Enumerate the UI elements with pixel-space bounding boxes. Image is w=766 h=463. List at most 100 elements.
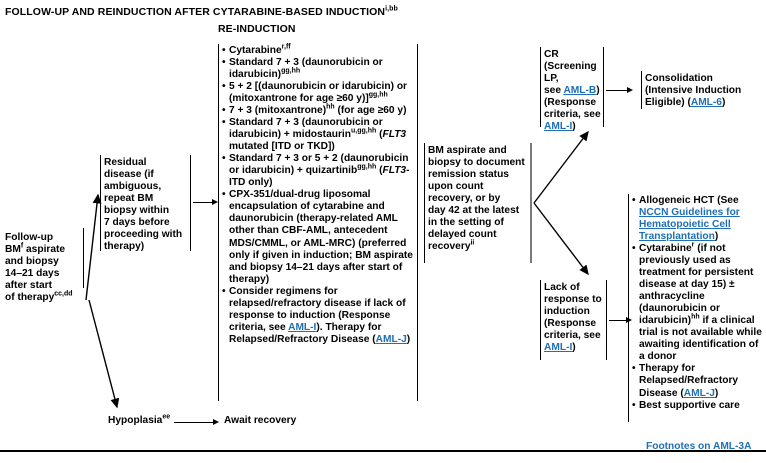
followup-line-4: 14–21 days [5, 268, 60, 280]
lack-response-line-2: response to [544, 294, 602, 306]
consolidation-line-2: (Intensive Induction [645, 85, 742, 97]
reinduction-regimen-5-italic-3: FLT3 [382, 165, 407, 177]
bm-aspirate-line-4: upon count [428, 181, 484, 193]
followup-therapy-superscript: cc,dd [54, 290, 73, 298]
reinduction-regimen-5-superscript-1: gg,hh [357, 163, 377, 171]
reinduction-regimen-item: 7 + 3 (mitoxantrone)hh (for age ≥60 y) [222, 103, 414, 117]
salvage-option-item: Cytarabiner (if not previously used as t… [632, 241, 764, 363]
arrow-residual-to-reinduction-line [193, 202, 213, 204]
connector-bm-to-lack-response [533, 202, 589, 276]
reinduction-regimen-7-text-0: Consider regimens for relapsed/refractor… [229, 285, 406, 333]
salvage-options-list: Allogeneic HCT (See NCCN Guidelines for … [632, 195, 764, 412]
salvage-option-1-text-2: (if not previously used as treatment for… [639, 243, 754, 327]
lack-response-box-right-rule [606, 280, 608, 360]
cr-line-4: (Response [544, 97, 597, 109]
cr-line-5: criteria, see [544, 109, 601, 121]
link-nccn-guidelines-for-hematopoietic-cell-transplantation[interactable]: NCCN Guidelines for Hematopoietic Cell T… [639, 207, 740, 243]
followup-bm-box: Follow-up BMf aspirate and biopsy 14–21 … [5, 232, 85, 304]
reinduction-regimen-item: Standard 7 + 3 (daunorubicin or idarubic… [222, 57, 414, 81]
link-aml-j[interactable]: AML-J [375, 333, 407, 345]
reinduction-regimen-4-text-4: mutated [ITD or TKD]) [229, 141, 335, 153]
connector-followup-to-residual [85, 193, 102, 301]
bm-aspirate-recovery-superscript: ii [470, 239, 475, 247]
salvage-option-item: Best supportive care [632, 400, 764, 412]
reinduction-regimen-3-text-2: (for age ≥60 y) [334, 105, 407, 117]
link-aml-i[interactable]: AML-I [288, 321, 317, 333]
reinduction-regimen-4-text-0: Standard 7 + 3 (daunorubicin or idarubic… [229, 117, 383, 141]
reinduction-regimen-3-superscript-1: hh [326, 103, 335, 111]
consolidation-box: Consolidation (Intensive Induction Eligi… [645, 73, 763, 109]
reinduction-regimen-4-text-2: ( [376, 129, 383, 141]
residual-box-left-rule [100, 155, 102, 251]
salvage-option-item: Therapy for Relapsed/Refractory Disease … [632, 363, 764, 399]
cr-line-1: CR [544, 49, 559, 60]
followup-bm-superscript: f [20, 242, 24, 250]
link-footnotes-aml-3a[interactable]: Footnotes on AML-3A [646, 441, 752, 452]
residual-disease-box: Residual disease (if ambiguous, repeat B… [104, 157, 192, 253]
reinduction-regimen-1-superscript-1: gg,hh [281, 67, 301, 75]
bm-aspirate-box-right-rule [530, 143, 532, 263]
cr-box: CR (Screening LP, see AML-B) (Response c… [544, 49, 606, 133]
bm-aspirate-line-6: day 42 at the latest [428, 205, 520, 217]
followup-line-3: and biopsy [5, 256, 59, 268]
hypoplasia-superscript: ee [162, 413, 171, 421]
salvage-option-2-text-2: ) [714, 387, 719, 399]
salvage-option-1-text-4: if a clinical trial is not available whi… [639, 315, 762, 363]
arrow-lack-response-to-salvage-line [609, 320, 627, 322]
arrow-residual-to-reinduction-head [212, 198, 218, 205]
lack-of-response-box: Lack of response to induction (Response … [544, 282, 604, 354]
lack-response-box-left-rule [540, 280, 542, 360]
link-aml-b[interactable]: AML-B [563, 85, 597, 97]
lack-response-line-5: criteria, see [544, 330, 601, 342]
reinduction-regimen-5-text-0: Standard 7 + 3 or 5 + 2 (daunorubicin or… [229, 153, 409, 177]
link-aml-6[interactable]: AML-6 [690, 97, 722, 109]
section-heading-reinduction: RE-INDUCTION [218, 23, 296, 35]
reinduction-regimen-7-text-2: ). Therapy for Relapsed/Refractory Disea… [229, 321, 382, 345]
salvage-option-1-superscript-1: r [691, 241, 695, 249]
residual-line-5: biopsy within [104, 205, 170, 217]
bm-aspirate-line-2: biopsy to document [428, 157, 525, 169]
page-bottom-rule [0, 450, 766, 452]
link-aml-i-cr[interactable]: AML-I [544, 121, 573, 133]
bm-aspirate-line-1: BM aspirate and [428, 145, 507, 156]
reinduction-box-right-rule [417, 44, 419, 401]
hypoplasia-node: Hypoplasiaee [108, 413, 171, 427]
reinduction-regimen-item: Consider regimens for relapsed/refractor… [222, 286, 414, 346]
link-aml-i-lack-response[interactable]: AML-I [544, 342, 573, 354]
await-recovery-node: Await recovery [224, 415, 297, 426]
residual-line-1: Residual [104, 157, 147, 168]
followup-box-right-rule [83, 228, 85, 288]
followup-line-2: BMf aspirate [5, 242, 85, 256]
salvage-option-3-text-0: Best supportive care [639, 399, 740, 411]
arrow-hypoplasia-head [213, 418, 219, 425]
bm-aspirate-line-9: recoveryii [428, 239, 528, 253]
page-title-text: FOLLOW-UP AND REINDUCTION AFTER CYTARABI… [5, 6, 386, 18]
reinduction-regimen-7-text-4: ) [406, 333, 411, 345]
cr-see-label: see [544, 85, 564, 97]
lack-response-line6-suffix: ) [572, 342, 576, 354]
residual-line-2: disease (if [104, 169, 154, 181]
bm-aspirate-line-7: in the setting of [428, 217, 504, 229]
residual-line-7: proceeding with [104, 229, 183, 241]
link-aml-j[interactable]: AML-J [683, 387, 715, 399]
reinduction-regimen-item: Standard 7 + 3 (daunorubicin or idarubic… [222, 117, 414, 153]
bm-aspirate-line-8: delayed count [428, 229, 497, 241]
hypoplasia-label: Hypoplasia [108, 415, 163, 426]
page-title-superscript: i,bb [385, 5, 398, 13]
followup-line-6: of therapycc,dd [5, 290, 85, 304]
followup-line-5: after start [5, 280, 52, 292]
reinduction-regimen-1-text-0: Standard 7 + 3 (daunorubicin or idarubic… [229, 57, 383, 81]
connector-followup-to-hypoplasia [88, 299, 120, 409]
followup-line-1: Follow-up [5, 232, 54, 243]
bm-aspirate-box: BM aspirate and biopsy to document remis… [428, 145, 528, 253]
footnotes-link-wrapper[interactable]: Footnotes on AML-3A [646, 436, 751, 454]
followup-bm-label: BM [5, 244, 21, 256]
cr-box-left-rule [540, 47, 542, 127]
reinduction-regimen-5-text-2: ( [376, 165, 383, 177]
reinduction-regimen-list: Cytarabiner,ffStandard 7 + 3 (daunorubic… [222, 44, 414, 346]
residual-line-6: 7 days before [104, 217, 170, 229]
cr-line6-suffix: ) [572, 121, 576, 133]
reinduction-regimen-item: Standard 7 + 3 or 5 + 2 (daunorubicin or… [222, 153, 414, 189]
page-title: FOLLOW-UP AND REINDUCTION AFTER CYTARABI… [5, 5, 398, 19]
